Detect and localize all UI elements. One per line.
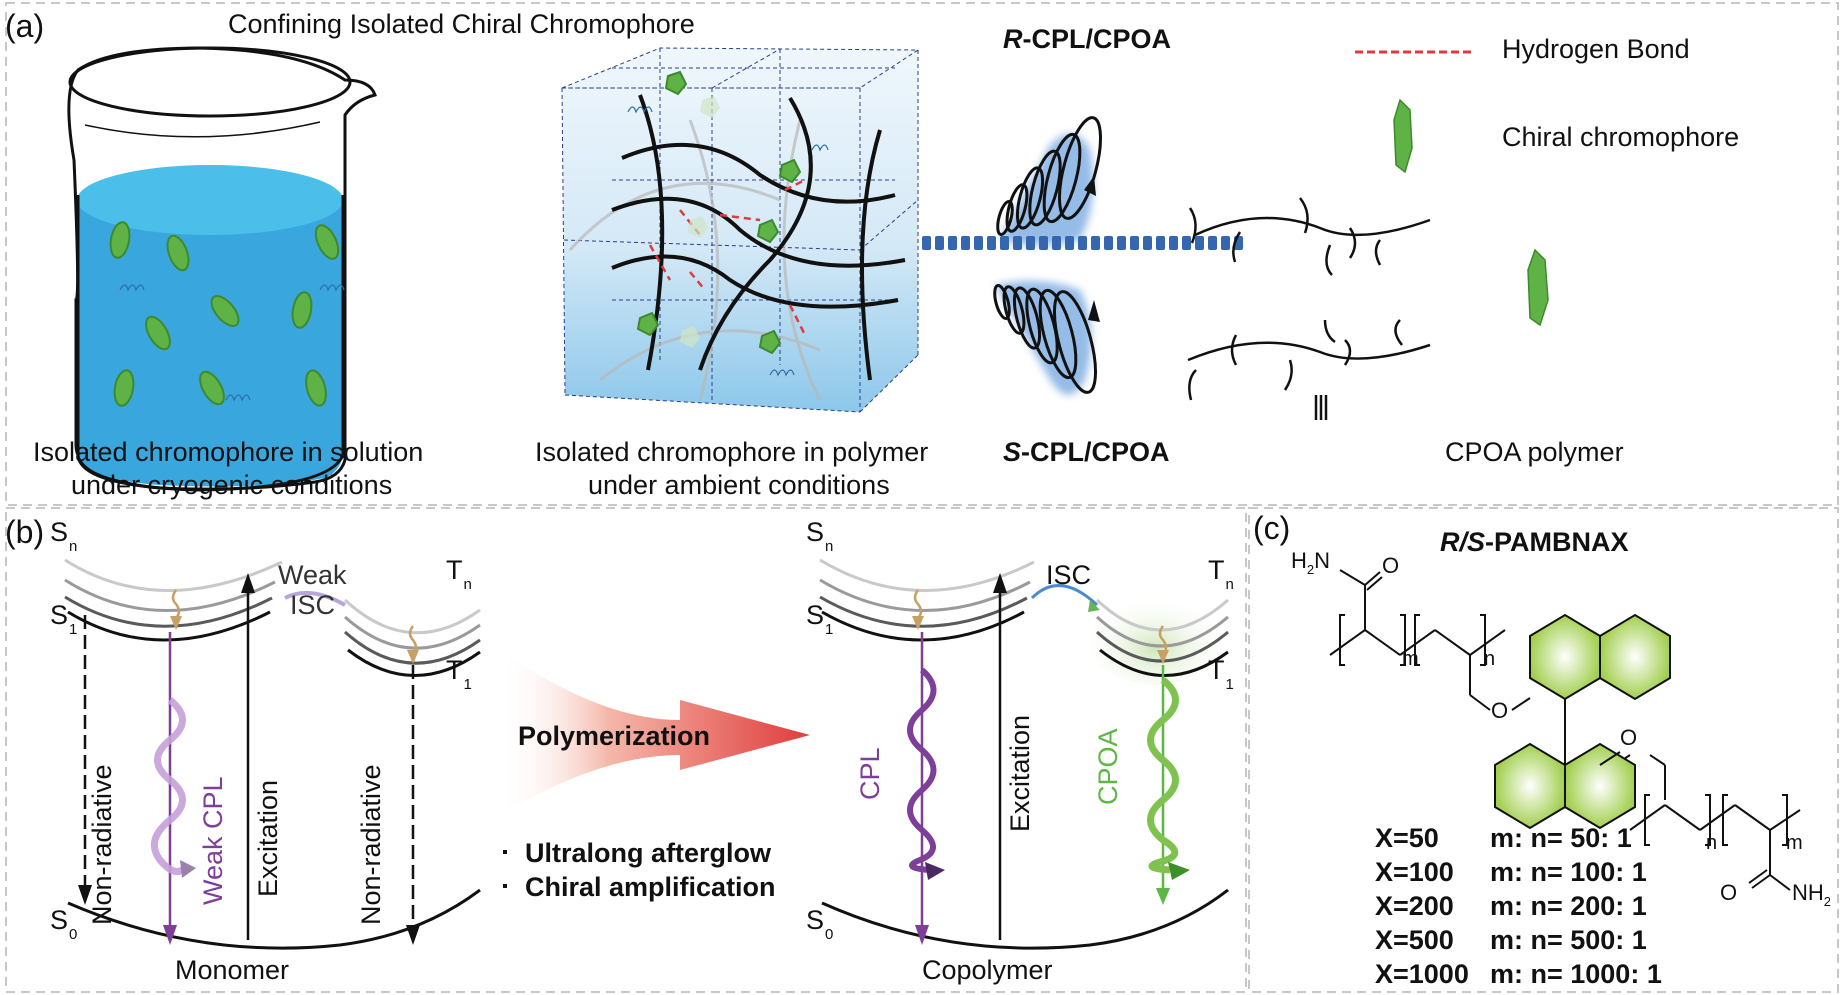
panel-frames: [5, 2, 1839, 993]
panel-b-frame: [5, 507, 1247, 993]
copolymer-s1-label: S1: [806, 600, 834, 638]
copolymer-isc-label: ISC: [1046, 560, 1092, 590]
cpoa-polymer-caption: CPOA polymer: [1445, 437, 1624, 467]
weak-isc-label-top: Weak: [278, 560, 347, 590]
repeat-n2: n: [1706, 832, 1718, 854]
beaker-illustration: [67, 46, 377, 492]
monomer-tn-label: Tn: [446, 555, 472, 593]
r-suffix: -CPL/CPOA: [1022, 24, 1172, 54]
chiral-chromophore-legend-icon: [1393, 98, 1413, 174]
atom-h2n: H2N: [1291, 548, 1331, 577]
atom-o-top: O: [1382, 553, 1400, 578]
panel-c-tag: (c): [1253, 510, 1291, 546]
ratio-x-1: X=100: [1375, 857, 1454, 887]
monomer-nonradiative-right: Non-radiative: [356, 764, 386, 925]
atom-o-bottom: O: [1720, 880, 1738, 905]
legend-hydrogen-bond-label: Hydrogen Bond: [1502, 34, 1690, 64]
r-cpl-cpoa-label: R-CPL/CPOA: [1003, 24, 1171, 55]
ratio-value-2: m: n= 200: 1: [1490, 891, 1647, 921]
s-prefix: S: [1003, 437, 1022, 467]
ratio-x-2: X=200: [1375, 891, 1454, 921]
s-cpl-helix-icon: [993, 281, 1100, 395]
s-suffix: -CPL/CPOA: [1021, 437, 1170, 467]
binaphthyl-rings: [1494, 613, 1671, 830]
ratio-x-4: X=1000: [1375, 959, 1469, 989]
weak-isc-label-bottom: ISC: [290, 590, 336, 620]
r-cpl-helix-icon: [996, 116, 1102, 245]
beaker-caption-line1: Isolated chromophore in solution: [33, 437, 424, 467]
polymer-caption-line2: under ambient conditions: [588, 470, 890, 500]
weak-cpl-label: Weak CPL: [198, 776, 228, 905]
beaker-light-squiggles: [119, 284, 345, 402]
copolymer-caption: Copolymer: [922, 955, 1053, 985]
repeat-n1: n: [1484, 648, 1496, 670]
beaker-caption-line2: under cryogenic conditions: [71, 470, 393, 500]
monomer-excitation-label: Excitation: [253, 779, 283, 897]
ratio-value-0: m: n= 50: 1: [1490, 823, 1632, 853]
ratio-value-4: m: n= 1000: 1: [1490, 959, 1662, 989]
atom-nh2: NH2: [1792, 880, 1832, 909]
cpl-label: CPL: [855, 747, 885, 800]
panel-a-title: Confining Isolated Chiral Chromophore: [228, 9, 695, 39]
monomer-caption: Monomer: [175, 955, 290, 985]
monomer-energy-diagram: [64, 558, 481, 950]
atom-o-ether-2: O: [1620, 725, 1638, 750]
bullet-chiral-amplification: Chiral amplification: [525, 872, 776, 902]
copolymer-excitation-label: Excitation: [1005, 714, 1035, 832]
polymer-cube-illustration: [561, 47, 920, 413]
panel-a-tag: (a): [5, 8, 45, 44]
copolymer-sn-label: Sn: [806, 517, 834, 555]
divider-dots: [922, 236, 1243, 250]
monomer-s0-label: S0: [50, 905, 78, 943]
ratio-value-3: m: n= 500: 1: [1490, 925, 1647, 955]
repeat-m2: m: [1786, 832, 1803, 854]
r-prefix: R: [1003, 24, 1023, 54]
panel-c-frame: [1248, 507, 1839, 993]
polymer-caption-line1: Isolated chromophore in polymer: [535, 437, 929, 467]
bullet-ultralong-afterglow: Ultralong afterglow: [525, 838, 772, 868]
pambnax-title: R/S-PAMBNAX: [1440, 527, 1629, 557]
panel-a-frame: [5, 2, 1839, 506]
bullet-dots: [503, 850, 507, 888]
panel-b-tag: (b): [5, 514, 45, 550]
s-cpl-cpoa-label: S-CPL/CPOA: [1003, 437, 1170, 468]
polymerization-label: Polymerization: [518, 721, 711, 751]
ratio-value-1: m: n= 100: 1: [1490, 857, 1647, 887]
ratio-x-0: X=50: [1375, 823, 1439, 853]
copolymer-s0-label: S0: [806, 905, 834, 943]
monomer-nonradiative-left: Non-radiative: [87, 764, 117, 925]
copolymer-tn-label: Tn: [1208, 555, 1234, 593]
atom-o-ether-1: O: [1491, 698, 1509, 723]
monomer-t1-label: T1: [446, 655, 472, 693]
cpoa-polymer-icon: [1187, 197, 1431, 420]
cpoa-label: CPOA: [1093, 728, 1123, 805]
ratio-x-3: X=500: [1375, 925, 1454, 955]
legend-chiral-chromophore-label: Chiral chromophore: [1502, 122, 1740, 152]
beaker-chromophores: [109, 221, 340, 407]
monomer-s1-label: S1: [50, 600, 78, 638]
monomer-sn-label: Sn: [50, 517, 78, 555]
cpoa-chromophore-icon: [1527, 248, 1549, 327]
copolymer-energy-diagram: [819, 558, 1229, 950]
copolymer-t1-label: T1: [1208, 655, 1234, 693]
polymerization-arrow-icon: [500, 650, 810, 815]
repeat-m1: m: [1402, 648, 1419, 670]
